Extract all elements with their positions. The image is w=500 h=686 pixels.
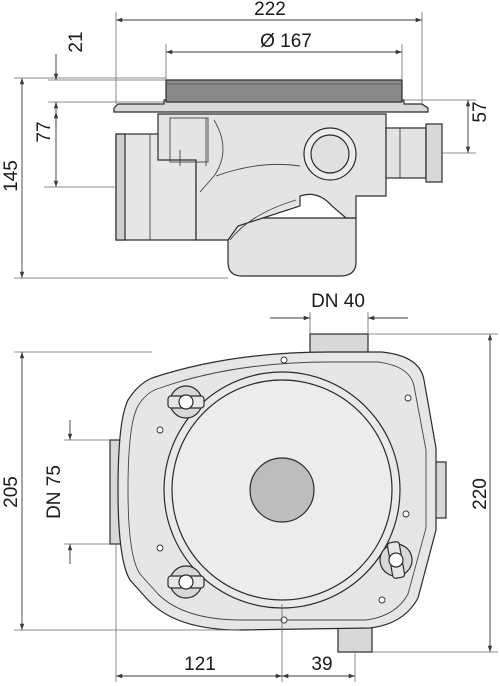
dim-side-inlet-height: 57 xyxy=(470,101,491,122)
dim-outlet-dn: DN 75 xyxy=(44,465,65,519)
flange xyxy=(113,99,429,113)
bolt-holes xyxy=(156,356,412,624)
sump xyxy=(227,217,357,277)
side-inlet xyxy=(385,123,443,183)
dim-inlet-offset: 39 xyxy=(311,654,332,675)
dim-grate-diameter: Ø 167 xyxy=(260,31,312,52)
clip-bottom-left xyxy=(167,565,205,599)
grate xyxy=(165,79,403,103)
dim-overall-length: 220 xyxy=(470,478,491,510)
dim-outlet-offset: 121 xyxy=(184,654,216,675)
dim-flange-thickness: 21 xyxy=(66,31,87,52)
bottom-tee xyxy=(337,625,373,653)
top-view: DN 40 DN 75 205 220 121 39 xyxy=(1,291,498,682)
dim-side-inlet-dn: DN 40 xyxy=(311,291,365,312)
front-inlet xyxy=(303,127,357,181)
dim-outlet-height: 77 xyxy=(34,121,55,142)
center-hub xyxy=(249,457,315,523)
side-view: 222 Ø 167 21 77 145 57 xyxy=(1,0,491,279)
dim-overall-width: 222 xyxy=(254,0,286,20)
dim-body-width: 205 xyxy=(1,476,22,508)
clip-right xyxy=(379,541,413,579)
clip-top-left xyxy=(167,385,205,419)
dim-total-height: 145 xyxy=(1,160,22,192)
